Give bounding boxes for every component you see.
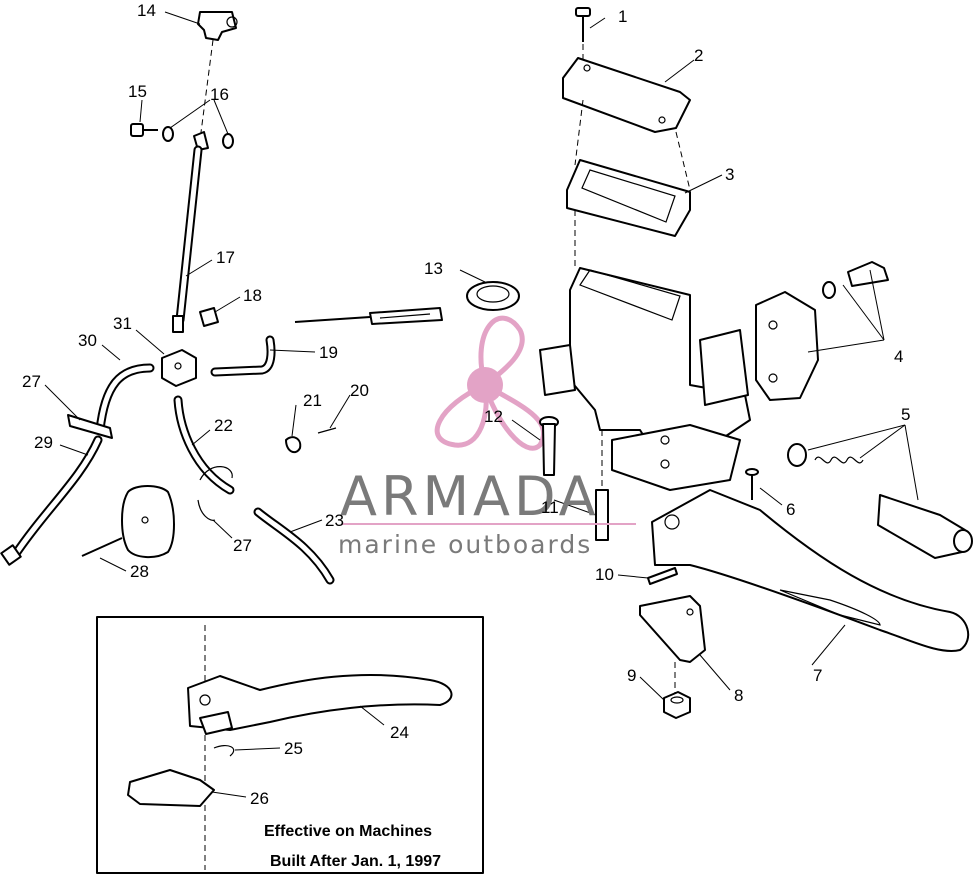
piston-kit-5 — [787, 443, 973, 559]
hose-clamp-27a — [67, 414, 113, 439]
pin-6 — [745, 468, 759, 500]
callout-8: 8 — [734, 686, 743, 705]
callout-17: 17 — [216, 248, 235, 267]
brake-hose-22 — [173, 395, 235, 495]
callout-28: 28 — [130, 562, 149, 581]
callout-29: 29 — [34, 433, 53, 452]
mounting-plate-28 — [121, 485, 175, 558]
watermark-tagline: marine outboards — [338, 530, 592, 559]
inset-note-line2: Built After Jan. 1, 1997 — [270, 853, 441, 870]
callout-4: 4 — [894, 347, 903, 366]
callout-labels: 1 2 3 4 5 6 7 8 9 10 11 12 13 14 15 16 1… — [22, 1, 910, 808]
reservoir-13 — [466, 281, 520, 311]
screw-1 — [575, 7, 591, 42]
pin-20-21 — [285, 427, 337, 454]
brake-lever-24 — [187, 673, 453, 735]
callout-1: 1 — [618, 7, 627, 26]
crush-washers-16 — [162, 126, 234, 151]
bleeder-screw-18 — [199, 307, 219, 327]
callout-14: 14 — [137, 1, 156, 20]
callout-19: 19 — [319, 343, 338, 362]
inset-panel — [96, 616, 484, 874]
callout-21: 21 — [303, 391, 322, 410]
callout-20: 20 — [350, 381, 369, 400]
callout-16: 16 — [210, 85, 229, 104]
callout-30: 30 — [78, 331, 97, 350]
screw-10 — [647, 567, 678, 585]
callout-12: 12 — [484, 407, 503, 426]
callout-15: 15 — [128, 82, 147, 101]
brake-hose-17 — [172, 145, 203, 333]
callout-13: 13 — [424, 259, 443, 278]
armada-propeller-logo — [434, 315, 547, 451]
leader-lines — [44, 11, 919, 798]
callout-9: 9 — [627, 666, 636, 685]
brake-cable-upper — [294, 307, 443, 325]
spring-25 — [213, 744, 235, 757]
brake-line-fitting-14 — [197, 11, 238, 41]
banjo-bolt-15 — [130, 123, 158, 137]
callout-2: 2 — [694, 46, 703, 65]
bracket-26 — [127, 769, 215, 807]
brake-hose-29 — [0, 435, 103, 566]
brake-line-19 — [210, 335, 276, 377]
nut-9 — [663, 691, 691, 719]
callout-27a: 27 — [22, 372, 41, 391]
callout-24: 24 — [390, 723, 409, 742]
callout-6: 6 — [786, 500, 795, 519]
brake-hose-30 — [95, 363, 155, 435]
callout-7: 7 — [813, 666, 822, 685]
watermark-brand: ARMADA — [340, 465, 600, 528]
brake-lever-7 — [651, 489, 970, 652]
callout-5: 5 — [901, 405, 910, 424]
reservoir-cover-2 — [562, 57, 691, 133]
callout-3: 3 — [725, 165, 734, 184]
callout-11: 11 — [541, 498, 559, 517]
master-cylinder-body — [539, 267, 751, 491]
clamp-4 — [755, 261, 889, 401]
bolt-12 — [539, 416, 559, 476]
diaphragm-gasket-3 — [566, 159, 691, 237]
brake-junction-block-31 — [161, 349, 197, 387]
brake-hose-23 — [253, 507, 335, 585]
callout-22: 22 — [214, 416, 233, 435]
callout-18: 18 — [243, 286, 262, 305]
callout-23: 23 — [325, 511, 344, 530]
callout-27b: 27 — [233, 536, 252, 555]
callout-10: 10 — [595, 565, 614, 584]
callout-31: 31 — [113, 314, 132, 333]
lever-bracket-8 — [639, 595, 706, 663]
inset-note-line1: Effective on Machines — [264, 823, 432, 840]
callout-25: 25 — [284, 739, 303, 758]
callout-26: 26 — [250, 789, 269, 808]
